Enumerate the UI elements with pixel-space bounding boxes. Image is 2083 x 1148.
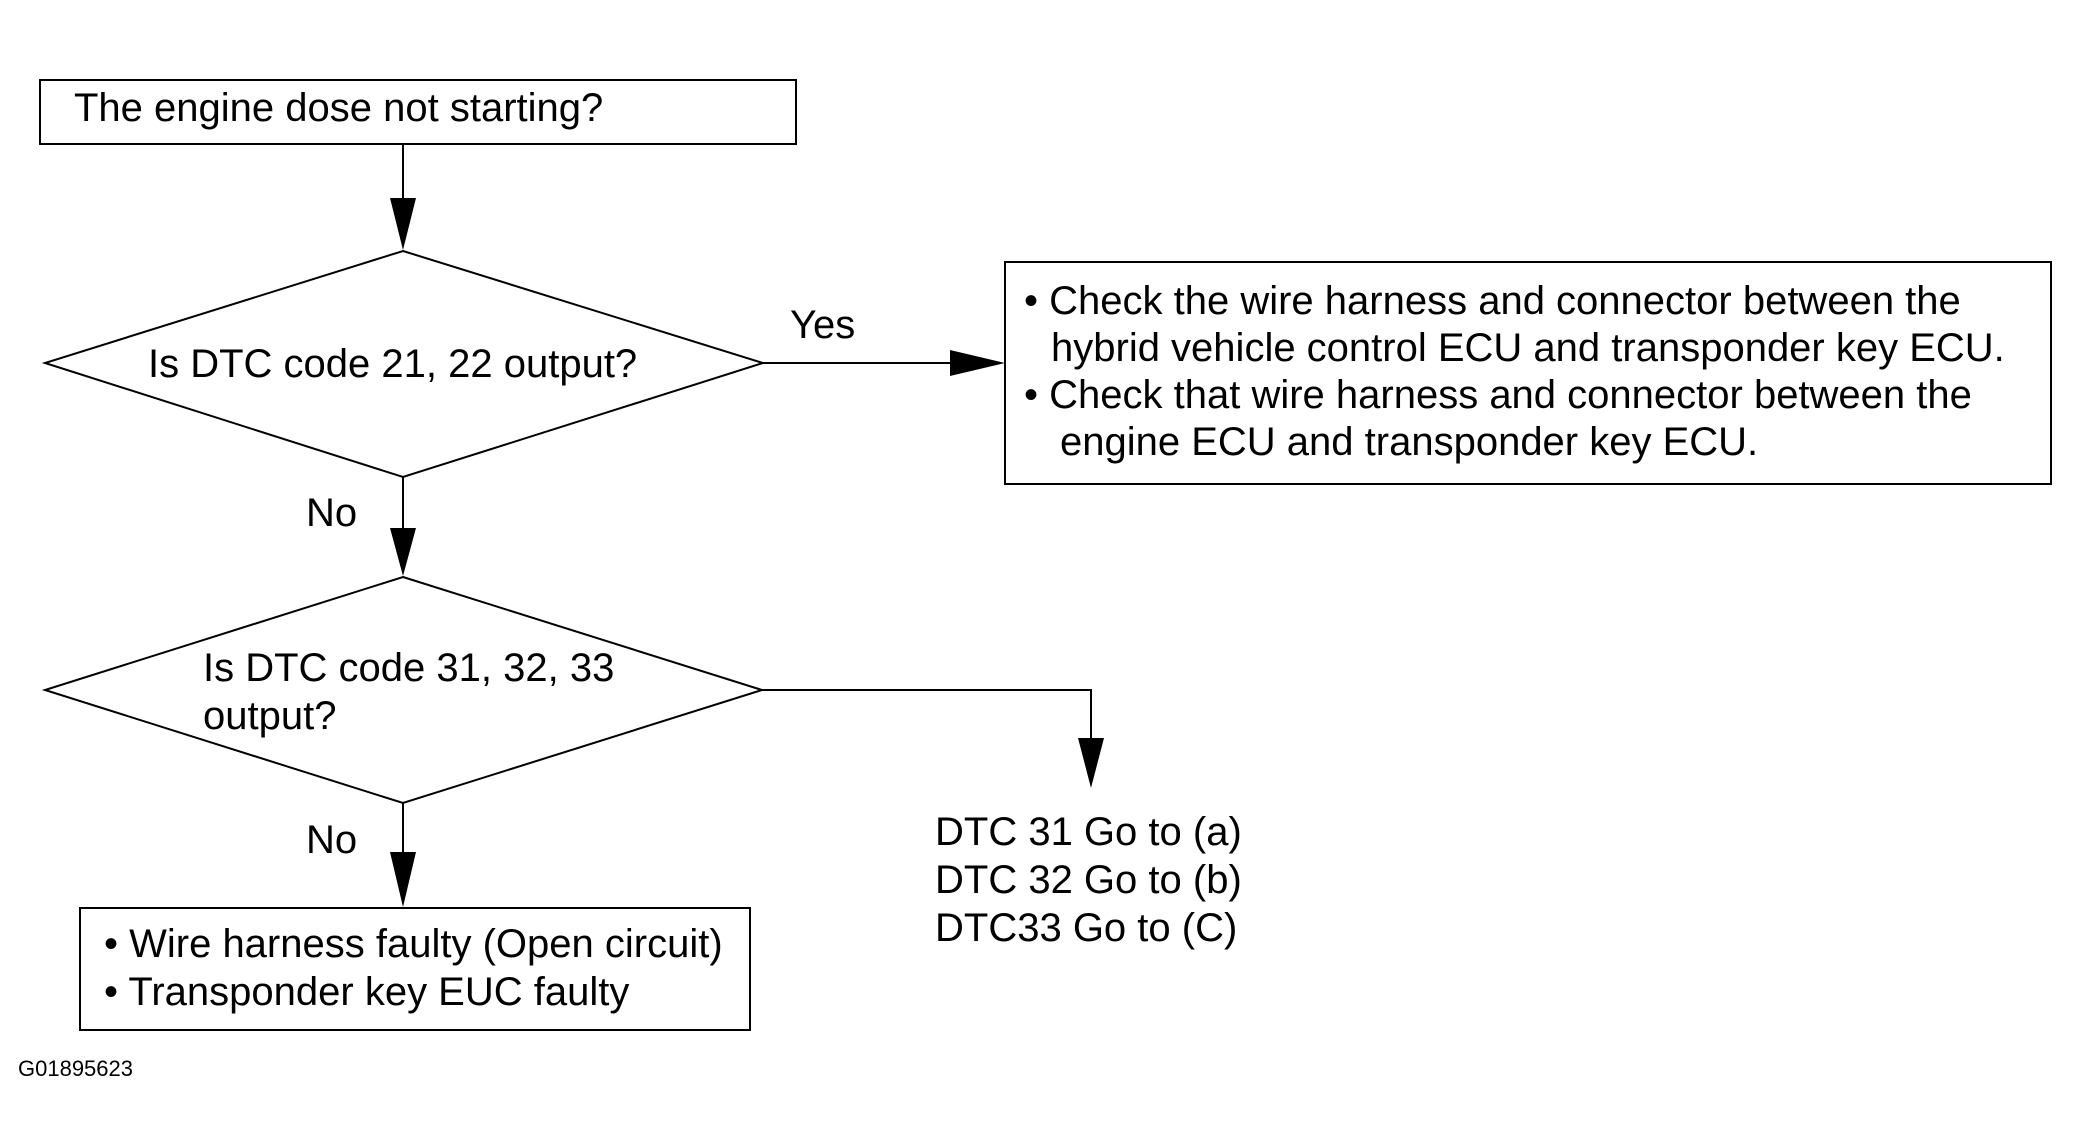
dtc-item-32: DTC 32 Go to (b) bbox=[935, 858, 1242, 902]
check-item-1-line2: hybrid vehicle control ECU and transpond… bbox=[1051, 326, 2005, 370]
decision2-line1: Is DTC code 31, 32, 33 bbox=[203, 646, 615, 690]
start-text: The engine dose not starting? bbox=[74, 86, 604, 130]
check-item-1-line1: • Check the wire harness and connector b… bbox=[1024, 279, 1961, 323]
no-label-1: No bbox=[306, 491, 358, 535]
dtc-item-31: DTC 31 Go to (a) bbox=[935, 810, 1242, 854]
no-label-2: No bbox=[306, 818, 358, 862]
arrowhead-icon bbox=[1078, 738, 1104, 788]
check-box bbox=[1004, 261, 2052, 485]
figure-code: G01895623 bbox=[18, 1056, 133, 1081]
dtc-list: DTC 31 Go to (a) DTC 32 Go to (b) DTC33 … bbox=[935, 808, 1242, 952]
check-box-text: • Check the wire harness and connector b… bbox=[1024, 278, 2005, 466]
dtc-item-33: DTC33 Go to (C) bbox=[935, 906, 1238, 950]
arrow-yes-to-dtc-list bbox=[762, 689, 1092, 745]
start-box bbox=[39, 79, 797, 145]
decision2-text: Is DTC code 31, 32, 33 output? bbox=[203, 644, 614, 740]
arrowhead-icon bbox=[390, 852, 416, 907]
yes-label: Yes bbox=[790, 303, 856, 347]
check-item-2-line1: • Check that wire harness and connector … bbox=[1024, 373, 1972, 417]
check-item-2-line2: engine ECU and transponder key ECU. bbox=[1060, 420, 1759, 464]
fault-box-text: • Wire harness faulty (Open circuit) • T… bbox=[104, 920, 723, 1016]
decision2-line2: output? bbox=[203, 694, 337, 738]
arrowhead-icon bbox=[390, 198, 416, 250]
fault-box bbox=[79, 907, 751, 1031]
arrowhead-icon bbox=[950, 350, 1005, 376]
arrowhead-icon bbox=[390, 528, 416, 576]
fault-item-1: • Wire harness faulty (Open circuit) bbox=[104, 922, 723, 966]
decision1-text: Is DTC code 21, 22 output? bbox=[148, 342, 638, 386]
fault-item-2: • Transponder key EUC faulty bbox=[104, 970, 630, 1014]
